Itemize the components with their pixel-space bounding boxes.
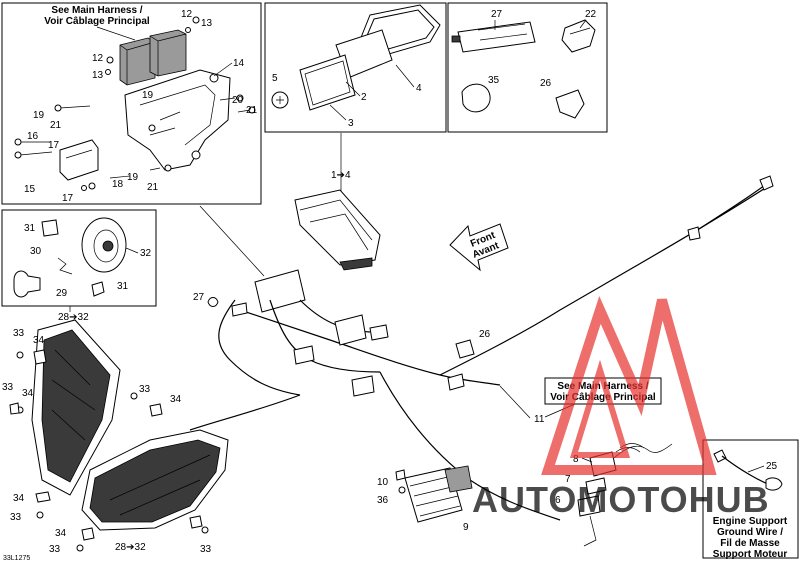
- label-19-bottom: 19: [127, 172, 139, 183]
- label-21-bottom: 21: [147, 182, 159, 193]
- ref-28-to-32-bottom: 28➔32: [115, 542, 146, 553]
- label-5: 5: [272, 73, 278, 84]
- harness-note-top-line2: Voir Câblage Principal: [44, 16, 150, 27]
- label-2: 2: [361, 92, 367, 103]
- watermark-text: AUTOMOTOHUB: [472, 479, 770, 520]
- drawing-code: 33L1275: [3, 555, 30, 562]
- label-22: 22: [585, 9, 597, 20]
- label-4: 4: [416, 83, 422, 94]
- label-34-mid: 34: [170, 394, 182, 405]
- label-33-mid: 33: [139, 384, 151, 395]
- grommet: [555, 89, 585, 119]
- label-19-mid: 19: [142, 90, 154, 101]
- label-15: 15: [24, 184, 36, 195]
- front-direction-arrow: Front Avant: [449, 223, 509, 272]
- ground-note-line2: Ground Wire /: [717, 527, 783, 538]
- label-31-bottom: 31: [117, 281, 129, 292]
- label-18: 18: [112, 179, 124, 190]
- relay-right: [149, 29, 187, 77]
- label-32: 32: [140, 248, 152, 259]
- left-fasteners: [9, 349, 51, 519]
- headlamp-bulb: [13, 270, 41, 298]
- label-21-right: 21: [246, 105, 258, 116]
- label-33-b: 33: [2, 382, 14, 393]
- label-17-top: 17: [48, 140, 60, 151]
- label-12-top: 12: [181, 9, 193, 20]
- instrument-cluster: [294, 189, 381, 271]
- label-8: 8: [573, 454, 579, 465]
- harness-note-top-line1: See Main Harness /: [51, 5, 142, 16]
- label-19-left: 19: [33, 110, 45, 121]
- gauge-detail-box: 5 2 3 4: [264, 2, 447, 133]
- ref-28-to-32-top: 28➔32: [58, 312, 89, 323]
- label-12: 12: [92, 53, 104, 64]
- label-17-bottom: 17: [62, 193, 74, 204]
- fuse: [561, 19, 596, 53]
- ground-wire-box: 25 Engine Support Ground Wire / Fil de M…: [702, 439, 799, 560]
- relay-left: [119, 37, 156, 86]
- label-6: 6: [555, 495, 561, 506]
- label-13: 13: [92, 70, 104, 81]
- connector-15: [59, 139, 99, 181]
- gauge-bezel: [299, 54, 356, 111]
- label-7: 7: [565, 474, 571, 485]
- label-33-bottom: 33: [49, 544, 61, 555]
- label-31-top: 31: [24, 223, 36, 234]
- headlight-bracket: [124, 69, 231, 171]
- label-33-c: 33: [10, 512, 22, 523]
- label-13-top: 13: [201, 18, 213, 29]
- label-33-a: 33: [13, 328, 25, 339]
- label-26-box: 26: [540, 78, 552, 89]
- label-34-a: 34: [33, 335, 45, 346]
- label-21-left: 21: [50, 120, 62, 131]
- label-27-harness: 27: [193, 292, 205, 303]
- screw-set: [14, 16, 256, 191]
- lower-headlight: [81, 429, 229, 531]
- ground-note-line4: Support Moteur: [713, 549, 788, 560]
- ground-note-line1: Engine Support: [713, 516, 788, 527]
- label-26-harness: 26: [479, 329, 491, 340]
- label-35: 35: [488, 75, 500, 86]
- label-10: 10: [377, 477, 389, 488]
- label-33-right: 33: [200, 544, 212, 555]
- headlamp-detail-box: 31 32 30 29 31: [1, 209, 157, 307]
- ground-note-line3: Fil de Masse: [720, 538, 780, 549]
- label-16: 16: [27, 131, 39, 142]
- label-9: 9: [463, 522, 469, 533]
- label-27-box: 27: [491, 9, 503, 20]
- label-3: 3: [348, 118, 354, 129]
- label-36: 36: [377, 495, 389, 506]
- label-20: 20: [232, 95, 244, 106]
- automotohub-watermark: AUTOMOTOHUB: [472, 296, 770, 520]
- grease-tube: [457, 21, 536, 53]
- ref-1-to-4: 1➔4: [331, 170, 351, 181]
- left-headlight: [31, 319, 121, 496]
- label-30: 30: [30, 246, 42, 257]
- label-34-bottom: 34: [55, 528, 67, 539]
- bulb-cap: [41, 219, 59, 237]
- cable-tie: [461, 83, 491, 113]
- bracket-detail-box: See Main Harness / Voir Câblage Principa…: [1, 2, 262, 205]
- label-25: 25: [766, 461, 778, 472]
- harness-note-mid-line2: Voir Câblage Principal: [550, 392, 656, 403]
- small-parts-box: 27 22 35 26: [447, 2, 608, 133]
- label-34-b: 34: [22, 388, 34, 399]
- label-29: 29: [56, 288, 68, 299]
- label-11: 11: [534, 414, 545, 425]
- voltage-regulator: [404, 465, 473, 523]
- label-14: 14: [233, 58, 245, 69]
- label-34-c: 34: [13, 493, 25, 504]
